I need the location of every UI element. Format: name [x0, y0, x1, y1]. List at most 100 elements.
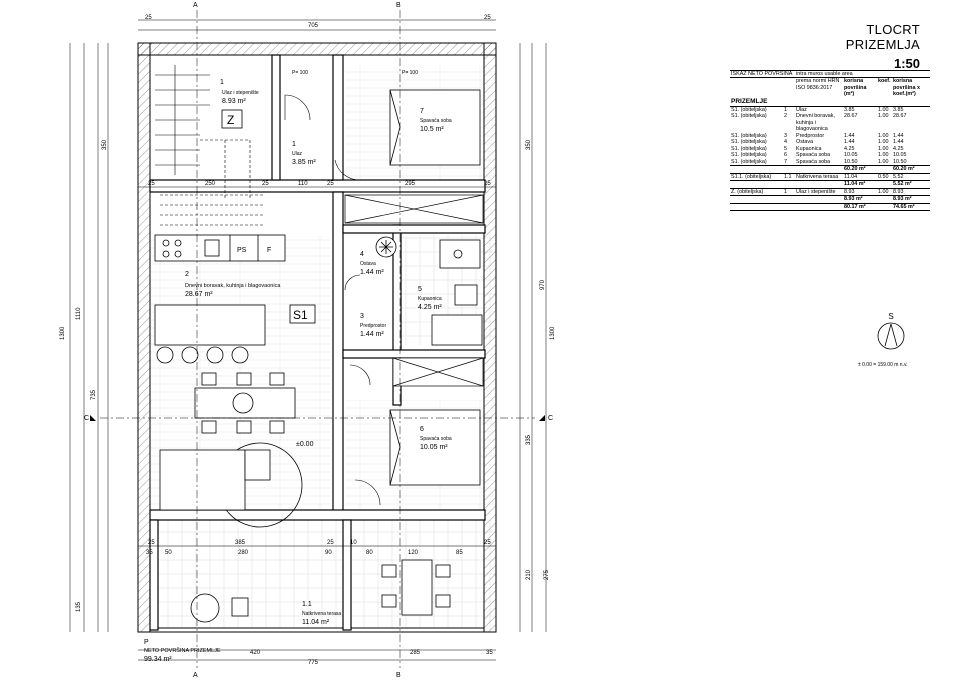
z-tag: Z	[227, 113, 234, 127]
inner-walls	[149, 54, 486, 631]
title-scale: 1:50	[893, 56, 920, 71]
dim-right-inner: 970	[540, 279, 546, 290]
tbl-sub-coef: koef.	[878, 78, 891, 85]
dim-top-total: 705	[308, 23, 319, 29]
dimension-lines	[69, 19, 547, 661]
north-arrow: S	[876, 312, 936, 356]
tbl-sub-norm: prema normi HRN ISO 9836:2017	[796, 78, 840, 91]
net-area-value: 99.34 m²	[144, 656, 172, 663]
tbl-sub-area: korisna površina (m²)	[844, 78, 867, 98]
room-7-area: 10.5 m²	[420, 126, 444, 133]
wardrobes	[344, 194, 484, 387]
dim-bot-7: 25	[484, 540, 491, 546]
room-labels: 1 Ulaz i stepenište 8.93 m² 1 Ulaz 3.85 …	[144, 79, 452, 663]
dimension-text: 705 775 25 25 25 250 25 110 25 295 25 25…	[60, 15, 556, 666]
dim-left-735: 735	[91, 389, 97, 400]
dim-right-350: 350	[526, 139, 532, 150]
dim-bottom-1: 285	[410, 650, 421, 656]
dim-right-210: 210	[526, 569, 532, 580]
section-c-right: C	[548, 415, 553, 422]
dim-bs-1: 50	[165, 550, 172, 556]
section-b-bottom: B	[396, 672, 401, 679]
kitchen	[154, 234, 286, 364]
section-a-bottom: A	[193, 672, 198, 679]
room-3-num: 3	[360, 313, 364, 320]
room-1z-area: 8.93 m²	[222, 98, 246, 105]
north-arrow-icon	[877, 322, 905, 350]
tbl-sub-areacoef: korisna površina x koef.(m²)	[893, 78, 920, 98]
zero-level: ±0.00	[296, 441, 314, 448]
dim-bottom-0: 420	[250, 650, 261, 656]
room-1z-name: Ulaz i stepenište	[222, 90, 259, 96]
dim-mid-6: 25	[484, 181, 491, 187]
room-1-area: 3.85 m²	[292, 159, 316, 166]
dim-bot-3: 10	[350, 540, 357, 546]
dim-bottom-2: 35	[486, 650, 493, 656]
tbl-section: PRIZEMLJE	[730, 97, 930, 107]
area-table: ISKAZ NETO POVRŠINA intra muros usable a…	[730, 69, 930, 212]
door-p100: P= 100	[292, 70, 308, 76]
tbl-header-1: ISKAZ NETO POVRŠINA	[730, 69, 795, 79]
dim-bot-6: 85	[456, 550, 463, 556]
dim-left-135: 135	[76, 601, 82, 612]
dim-mid-3: 110	[298, 181, 308, 187]
room-2-num: 2	[185, 271, 189, 278]
section-a-top: A	[193, 2, 198, 9]
sofa	[159, 442, 303, 528]
room-4-name: Ostava	[360, 261, 376, 267]
room-6-area: 10.05 m²	[420, 444, 448, 451]
room-6-name: Spavaća soba	[420, 436, 452, 442]
dim-right-outer: 1300	[550, 326, 556, 340]
dim-bot-5: 120	[408, 550, 419, 556]
room-5-area: 4.25 m²	[418, 304, 442, 311]
beds	[389, 89, 481, 486]
dim-bs-2: 280	[238, 550, 249, 556]
room-2-name: Dnevni boravak, kuhinja i blagovaonica	[185, 283, 281, 289]
room-5-name: Kupaonica	[418, 296, 442, 302]
room-1z-num: 1	[220, 79, 224, 86]
dim-mid-5: 295	[405, 181, 416, 187]
elevation-note: ± 0.00 = 159.00 m n.v.	[858, 362, 908, 368]
dim-top-l: 25	[145, 15, 152, 21]
door-p100b: P= 100	[402, 70, 418, 76]
dim-left-350: 350	[102, 139, 108, 150]
room-4-area: 1.44 m²	[360, 269, 384, 276]
dim-bs-3: 90	[325, 550, 332, 556]
dining-table	[194, 372, 296, 434]
dim-mid-0: 25	[148, 181, 155, 187]
section-markers: A B A B C C	[84, 2, 553, 679]
room-3-name: Predprostor	[360, 323, 386, 329]
room-7-num: 7	[420, 108, 424, 115]
room-1-num: 1	[292, 141, 296, 148]
plan-title: TLOCRT PRIZEMLJA 1:50	[800, 22, 920, 71]
section-b-top: B	[396, 2, 401, 9]
boiler-symbol	[375, 236, 397, 258]
north-label: S	[888, 312, 894, 321]
room-1-name: Ulaz	[292, 151, 303, 157]
dim-bot-1: 385	[235, 540, 246, 546]
terrace-furniture	[190, 559, 451, 623]
room-5-num: 5	[418, 286, 422, 293]
dim-bs-0: 35	[146, 550, 153, 556]
dim-bottom-total: 775	[308, 660, 319, 666]
room-4-num: 4	[360, 251, 364, 258]
room-11-area: 11.04 m²	[302, 619, 330, 626]
p-label: P	[144, 639, 149, 646]
room-2-area: 28.67 m²	[185, 291, 213, 298]
dim-bot-0: 25	[148, 540, 155, 546]
s1-tag: S1	[293, 308, 308, 322]
title-main: TLOCRT PRIZEMLJA	[845, 22, 920, 52]
dim-left-inner: 1110	[76, 307, 82, 320]
net-area-label: NETO POVRŠINA PRIZEMLJE	[144, 647, 221, 654]
room-11-name: Natkrivena terasa	[302, 611, 341, 617]
